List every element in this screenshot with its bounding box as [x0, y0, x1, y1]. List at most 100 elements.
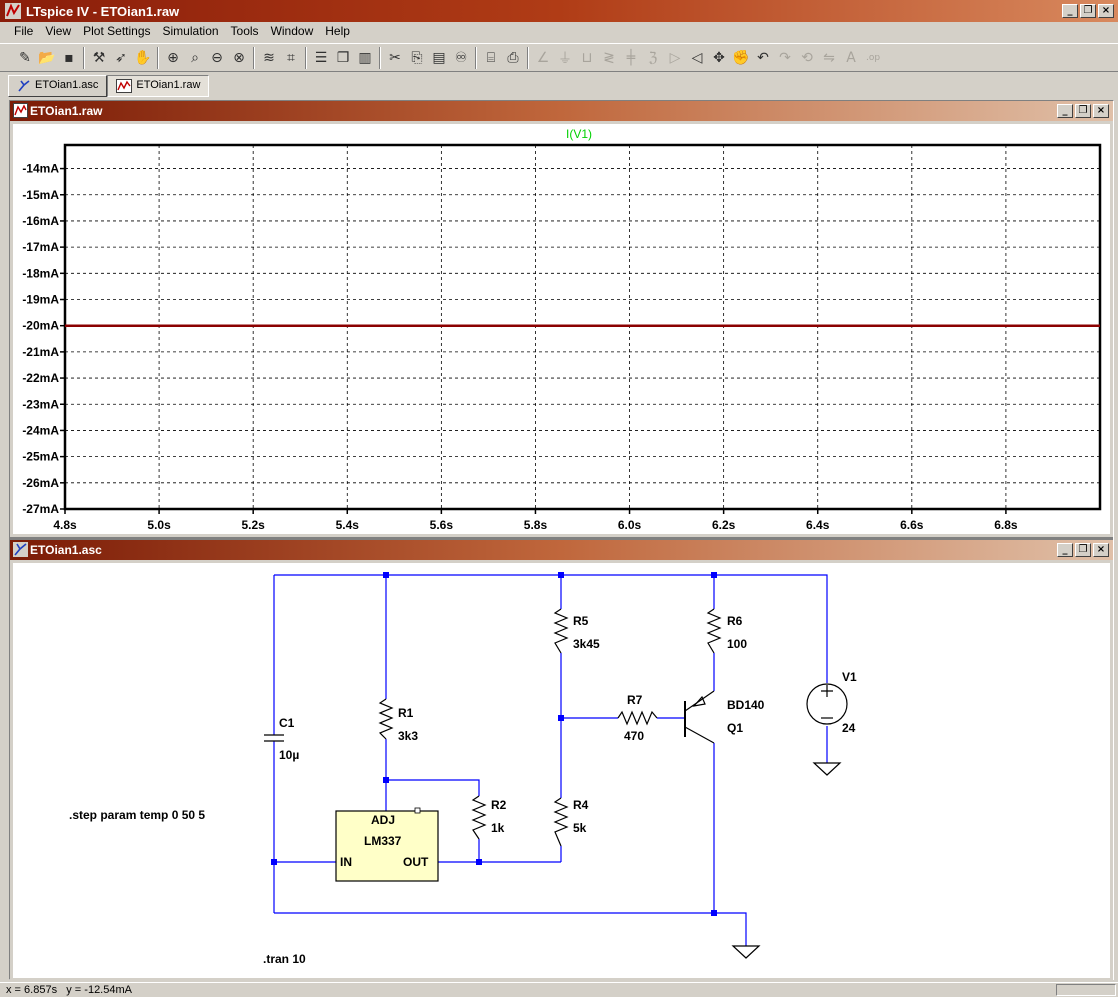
r5-value: 3k45: [573, 637, 600, 651]
trace-label[interactable]: I(V1): [566, 127, 592, 141]
junction-dots: [271, 572, 717, 916]
redo-icon[interactable]: ↷: [779, 49, 791, 66]
cascade-icon[interactable]: ❐: [336, 49, 350, 66]
x-tick-label: 5.6s: [430, 518, 454, 532]
new-schematic-icon[interactable]: ✎: [19, 49, 31, 66]
run-icon[interactable]: ➶: [115, 49, 127, 66]
zoom-in-icon[interactable]: ⊕: [167, 49, 179, 66]
y-tick-label: -25mA: [22, 450, 59, 464]
open-icon[interactable]: 📂: [38, 49, 56, 66]
waveform-window-title-bar[interactable]: ETOian1.raw _ ❐ ×: [10, 101, 1113, 121]
y-tick-label: -23mA: [22, 397, 59, 411]
schematic-restore-button[interactable]: ❐: [1075, 543, 1091, 557]
save-icon[interactable]: ▪: [64, 49, 74, 66]
rotate-icon[interactable]: ⟲: [801, 49, 813, 66]
move-icon[interactable]: ✥: [713, 49, 725, 66]
y-tick-label: -18mA: [22, 266, 59, 280]
y-tick-label: -14mA: [22, 162, 59, 176]
ground-icon[interactable]: ⏚: [558, 50, 572, 67]
schematic-close-button[interactable]: ×: [1093, 543, 1109, 557]
tran-directive[interactable]: .tran 10: [263, 952, 306, 966]
toolbar: ✎ 📂 ▪ ⚒ ➶ ✋ ⊕ ⌕ ⊖ ⊗ ≋ ⌗ ☰ ❐ ▥ ✂ ⎘ ▤ ♾ ⌸ ⎙ ∠ ⏚ ⊔ ≷ ╪ ℨ ▷ ◁ ✥ ✊ ↶ ↷ ⟲ ⇋ A .op: [0, 43, 1118, 72]
schematic-drawing[interactable]: C1 10µ R1 3k3 R2 1k R4 5k R5 3k45 R6 100…: [13, 563, 1110, 978]
tab-schematic-label: ETOian1.asc: [35, 79, 99, 91]
transistor-q1[interactable]: [684, 690, 715, 744]
control-panel-icon[interactable]: ⚒: [92, 49, 106, 66]
waveform-restore-button[interactable]: ❐: [1075, 104, 1091, 118]
spice-directive-icon[interactable]: .op: [865, 52, 881, 63]
menu-plot-settings[interactable]: Plot Settings: [83, 24, 151, 38]
mirror-icon[interactable]: ⇋: [823, 49, 835, 66]
tile-vertical-icon[interactable]: ▥: [358, 49, 372, 66]
drag-icon[interactable]: ✊: [732, 49, 750, 66]
resistor-r5[interactable]: [553, 608, 569, 654]
pan-hand-icon[interactable]: ✋: [134, 49, 152, 66]
zoom-area-icon[interactable]: ⌕: [191, 49, 199, 66]
menu-tools[interactable]: Tools: [230, 24, 259, 38]
resistor-r6[interactable]: [706, 608, 722, 654]
resistor-r1[interactable]: [378, 698, 394, 740]
tab-waveform[interactable]: ETOian1.raw: [107, 75, 210, 97]
menu-window[interactable]: Window: [270, 24, 314, 38]
draw-wire-icon[interactable]: ∠: [536, 49, 550, 66]
voltage-source-v1[interactable]: [806, 683, 848, 725]
y-tick-label: -17mA: [22, 240, 59, 254]
restore-button[interactable]: ❐: [1080, 4, 1096, 18]
toolbar-separator: [157, 46, 159, 69]
resistor-r7[interactable]: [617, 710, 658, 726]
toolbar-separator: [253, 46, 255, 69]
cut-icon[interactable]: ✂: [389, 49, 401, 66]
print-preview-icon[interactable]: ⌸: [486, 49, 496, 66]
tile-horizontal-icon[interactable]: ☰: [314, 49, 328, 66]
undo-icon[interactable]: ↶: [757, 49, 769, 66]
y-tick-label: -26mA: [22, 476, 59, 490]
waveform-close-button[interactable]: ×: [1093, 104, 1109, 118]
schematic-canvas[interactable]: C1 10µ R1 3k3 R2 1k R4 5k R5 3k45 R6 100…: [13, 563, 1110, 978]
paste-icon[interactable]: ▤: [432, 49, 446, 66]
menu-help[interactable]: Help: [325, 24, 350, 38]
app-title-bar[interactable]: LTspice IV - ETOian1.raw _ ❐ ×: [0, 0, 1118, 22]
close-button[interactable]: ×: [1098, 4, 1114, 18]
menu-file[interactable]: File: [14, 24, 34, 38]
text-icon[interactable]: A: [846, 49, 856, 66]
capacitor-c1[interactable]: [264, 734, 284, 742]
waveform-icon: [116, 79, 133, 93]
print-icon[interactable]: ⎙: [507, 49, 519, 66]
tab-waveform-label: ETOian1.raw: [136, 79, 201, 91]
r7-value: 470: [624, 729, 644, 743]
zoom-out-icon[interactable]: ⊖: [211, 49, 223, 66]
find-icon[interactable]: ♾: [454, 49, 468, 66]
r2-name: R2: [491, 798, 507, 812]
mdi-workspace: ETOian1.raw _ ❐ × I(V1) -14mA-15mA-16mA-…: [9, 100, 1114, 981]
resistor-r4[interactable]: [553, 797, 569, 847]
waveform-minimize-button[interactable]: _: [1057, 104, 1073, 118]
schematic-window[interactable]: ETOian1.asc _ ❐ ×: [10, 540, 1113, 981]
x-tick-label: 6.8s: [994, 518, 1018, 532]
pick-visible-traces-icon[interactable]: ⌗: [287, 49, 295, 66]
waveform-window[interactable]: ETOian1.raw _ ❐ × I(V1) -14mA-15mA-16mA-…: [10, 101, 1113, 537]
zoom-cancel-icon[interactable]: ⊗: [233, 49, 245, 66]
capacitor-icon[interactable]: ╪: [626, 49, 636, 66]
regulator-lm337[interactable]: [335, 807, 439, 882]
wires[interactable]: [273, 574, 828, 946]
x-tick-label: 5.2s: [242, 518, 266, 532]
menu-view[interactable]: View: [45, 24, 72, 38]
schematic-window-title-bar[interactable]: ETOian1.asc _ ❐ ×: [10, 540, 1113, 560]
autorange-icon[interactable]: ≋: [263, 49, 275, 66]
status-x: x = 6.857s: [6, 984, 58, 996]
waveform-plot[interactable]: I(V1) -14mA-15mA-16mA-17mA-18mA-19mA-20m…: [13, 124, 1110, 534]
menu-simulation[interactable]: Simulation: [162, 24, 219, 38]
resistor-r2[interactable]: [471, 795, 487, 840]
minimize-button[interactable]: _: [1062, 4, 1078, 18]
copy-icon[interactable]: ⎘: [411, 49, 423, 66]
waveform-plot-area[interactable]: I(V1) -14mA-15mA-16mA-17mA-18mA-19mA-20m…: [13, 124, 1110, 534]
diode-icon[interactable]: ▷: [669, 49, 681, 66]
inductor-icon[interactable]: ℨ: [648, 49, 658, 66]
tab-schematic[interactable]: ETOian1.asc: [8, 75, 108, 97]
resistor-icon[interactable]: ≷: [603, 49, 615, 66]
label-net-icon[interactable]: ⊔: [581, 49, 593, 66]
v1-value: 24: [842, 721, 856, 735]
schematic-minimize-button[interactable]: _: [1057, 543, 1073, 557]
step-directive[interactable]: .step param temp 0 50 5: [69, 808, 205, 822]
component-icon[interactable]: ◁: [691, 49, 703, 66]
